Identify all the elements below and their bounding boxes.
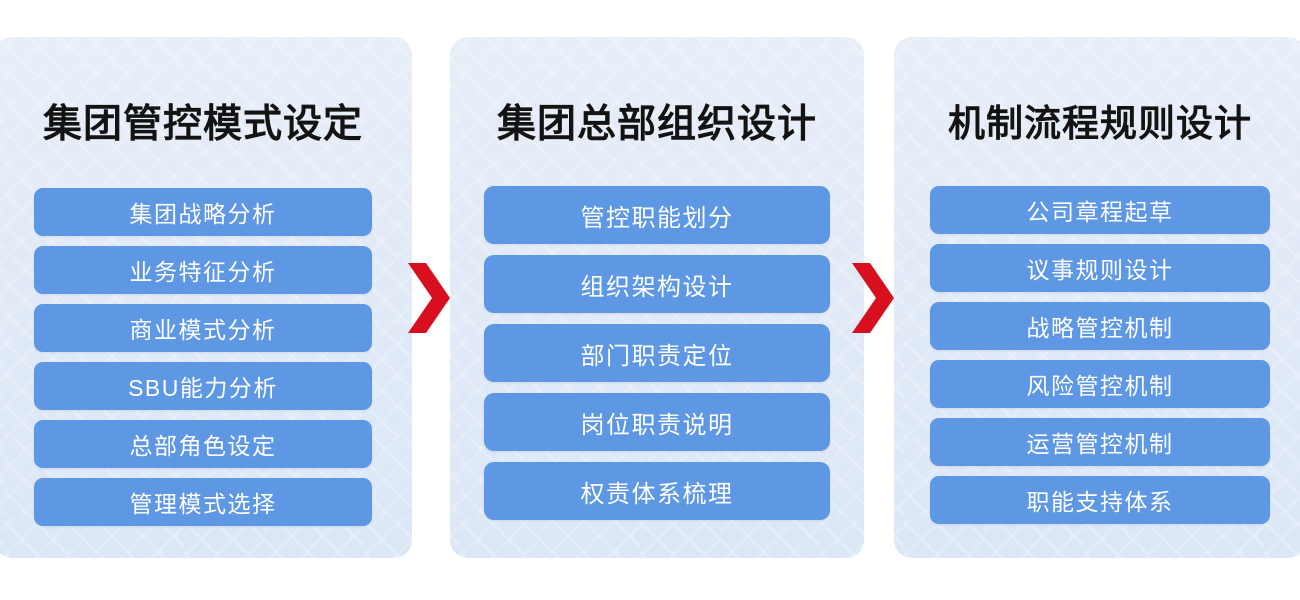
list-item[interactable]: 职能支持体系 xyxy=(930,476,1270,524)
stage-card-1: 集团管控模式设定 集团战略分析 业务特征分析 商业模式分析 SBU能力分析 总部… xyxy=(0,37,412,558)
list-item[interactable]: 公司章程起草 xyxy=(930,186,1270,234)
list-item[interactable]: 管控职能划分 xyxy=(484,186,830,244)
list-item[interactable]: SBU能力分析 xyxy=(34,362,372,410)
stage-3-title: 机制流程规则设计 xyxy=(948,103,1252,144)
list-item[interactable]: 商业模式分析 xyxy=(34,304,372,352)
stage-1-title: 集团管控模式设定 xyxy=(42,103,363,146)
list-item[interactable]: 运营管控机制 xyxy=(930,418,1270,466)
list-item[interactable]: 总部角色设定 xyxy=(34,420,372,468)
stage-3-item-list: 公司章程起草 议事规则设计 战略管控机制 风险管控机制 运营管控机制 职能支持体… xyxy=(894,186,1300,524)
list-item[interactable]: 组织架构设计 xyxy=(484,255,830,313)
list-item[interactable]: 集团战略分析 xyxy=(34,188,372,236)
list-item[interactable]: 部门职责定位 xyxy=(484,324,830,382)
chevron-right-arrow-icon xyxy=(851,263,895,333)
list-item[interactable]: 议事规则设计 xyxy=(930,244,1270,292)
chevron-right-arrow-icon xyxy=(407,263,451,333)
stage-card-3: 机制流程规则设计 公司章程起草 议事规则设计 战略管控机制 风险管控机制 运营管… xyxy=(894,37,1300,558)
list-item[interactable]: 风险管控机制 xyxy=(930,360,1270,408)
list-item[interactable]: 战略管控机制 xyxy=(930,302,1270,350)
stage-2-title: 集团总部组织设计 xyxy=(496,103,817,146)
stage-card-2: 集团总部组织设计 管控职能划分 组织架构设计 部门职责定位 岗位职责说明 权责体… xyxy=(450,37,864,558)
stage-2-item-list: 管控职能划分 组织架构设计 部门职责定位 岗位职责说明 权责体系梳理 xyxy=(450,186,864,520)
list-item[interactable]: 业务特征分析 xyxy=(34,246,372,294)
stage-1-item-list: 集团战略分析 业务特征分析 商业模式分析 SBU能力分析 总部角色设定 管理模式… xyxy=(0,188,412,526)
list-item[interactable]: 岗位职责说明 xyxy=(484,393,830,451)
list-item[interactable]: 管理模式选择 xyxy=(34,478,372,526)
list-item[interactable]: 权责体系梳理 xyxy=(484,462,830,520)
